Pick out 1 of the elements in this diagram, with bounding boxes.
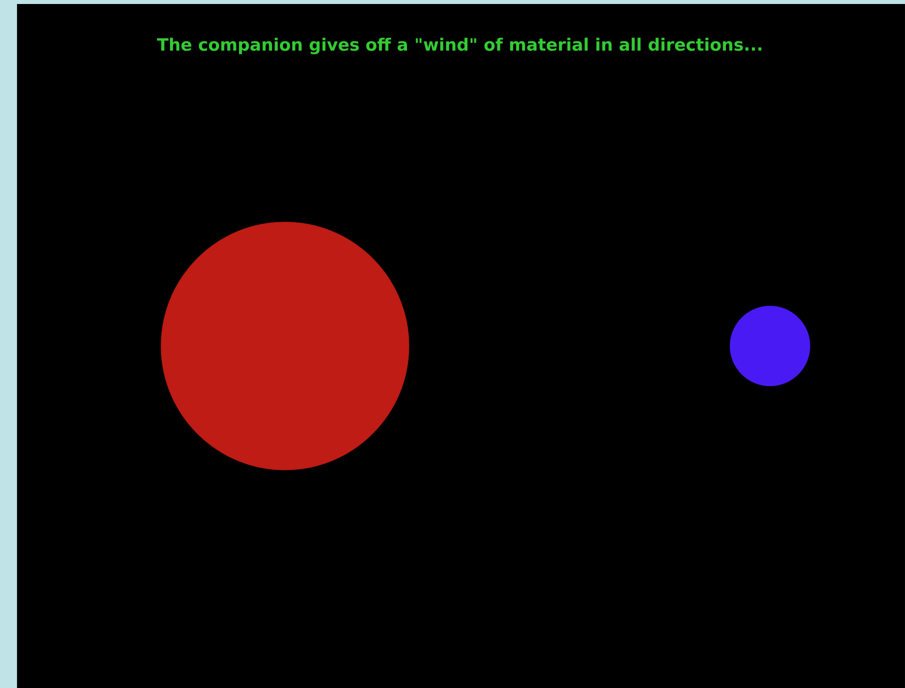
title: The companion gives off a "wind" of material in all directions... [157,38,762,54]
